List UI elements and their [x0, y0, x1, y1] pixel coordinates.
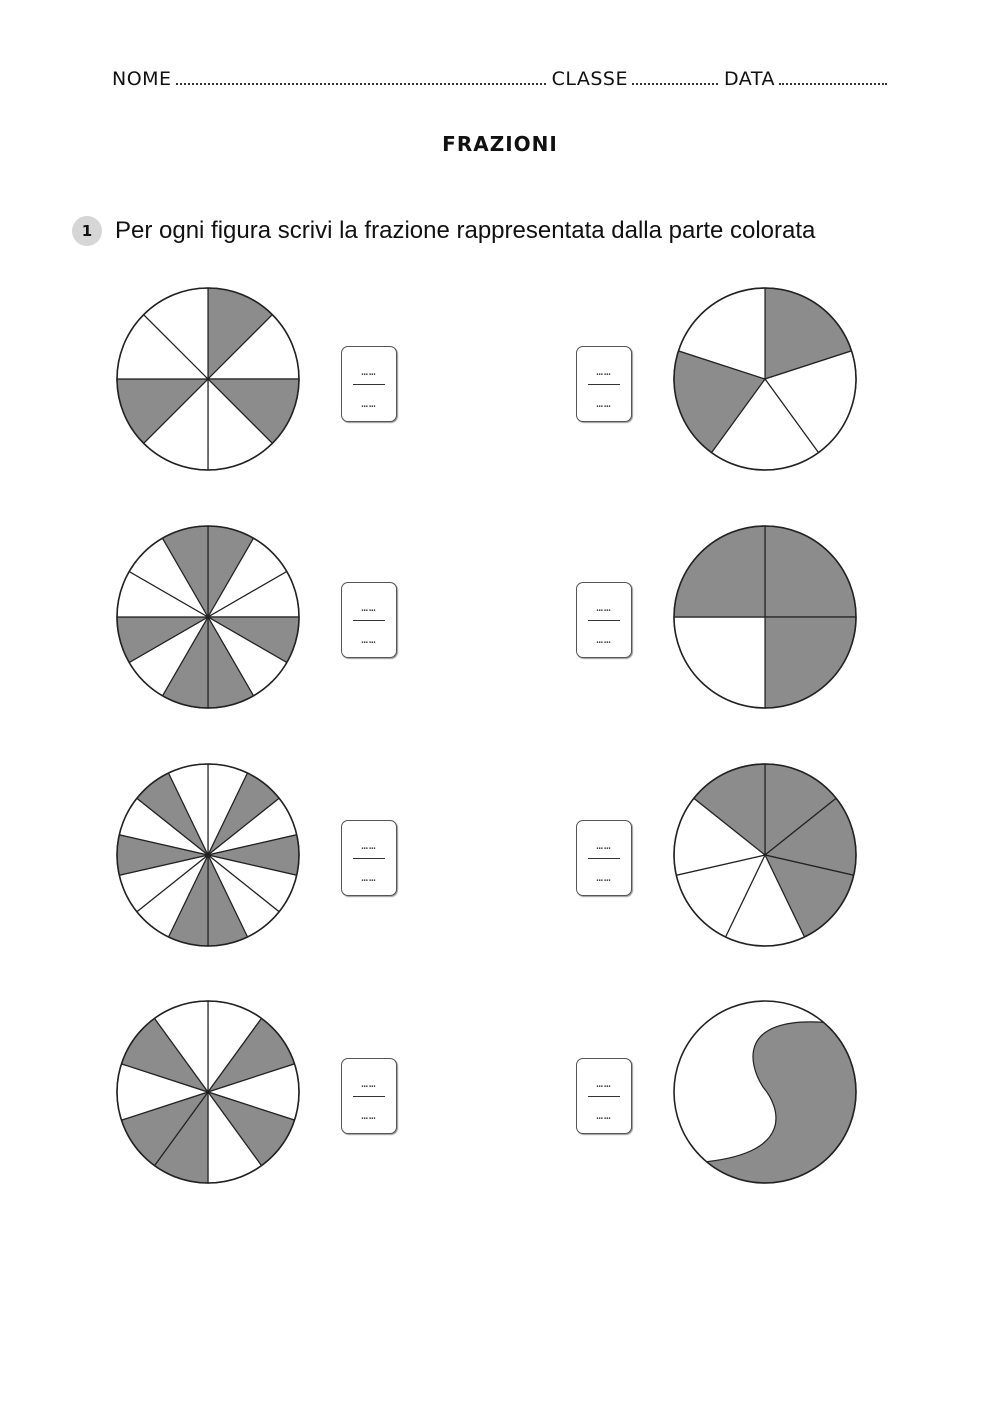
- circle-outline: [116, 287, 300, 471]
- numerator-blank[interactable]: ……: [361, 601, 377, 614]
- fraction-bar: [353, 384, 385, 385]
- shaded-sector: [764, 616, 857, 709]
- denominator-blank[interactable]: ……: [596, 1109, 612, 1122]
- circle-outline: [673, 763, 857, 947]
- fraction-circle-7: [116, 1000, 300, 1184]
- numerator-blank[interactable]: ……: [596, 1077, 612, 1090]
- answer-box-8[interactable]: …… ……: [576, 1058, 632, 1134]
- answer-box-6[interactable]: …… ……: [576, 820, 632, 896]
- exercise-number-badge: 1: [72, 216, 102, 246]
- circle-outline: [673, 287, 857, 471]
- denominator-blank[interactable]: ……: [361, 397, 377, 410]
- fraction-circle-5: [116, 763, 300, 947]
- circle-outline: [673, 525, 857, 709]
- answer-box-1[interactable]: …… ……: [341, 346, 397, 422]
- answer-box-3[interactable]: …… ……: [341, 582, 397, 658]
- circle-outline: [116, 1000, 300, 1184]
- fraction-circle-1: [116, 287, 300, 471]
- shaded-sector: [764, 525, 857, 618]
- denominator-blank[interactable]: ……: [596, 397, 612, 410]
- fraction-bar: [588, 858, 620, 859]
- fraction-bar: [588, 384, 620, 385]
- page-title: FRAZIONI: [442, 132, 558, 156]
- denominator-blank[interactable]: ……: [361, 633, 377, 646]
- shaded-sector: [673, 525, 766, 618]
- fraction-circle-3: [116, 525, 300, 709]
- fraction-bar: [353, 858, 385, 859]
- answer-box-7[interactable]: …… ……: [341, 1058, 397, 1134]
- class-field[interactable]: [632, 83, 718, 85]
- fraction-bar: [588, 1096, 620, 1097]
- numerator-blank[interactable]: ……: [596, 365, 612, 378]
- answer-box-4[interactable]: …… ……: [576, 582, 632, 658]
- name-field[interactable]: [175, 83, 546, 85]
- exercise-heading: 1 Per ogni figura scrivi la frazione rap…: [72, 216, 815, 246]
- numerator-blank[interactable]: ……: [361, 365, 377, 378]
- fraction-bar: [353, 620, 385, 621]
- numerator-blank[interactable]: ……: [361, 1077, 377, 1090]
- denominator-blank[interactable]: ……: [596, 871, 612, 884]
- name-label: NOME: [112, 68, 172, 90]
- circle-outline: [116, 763, 300, 947]
- class-label: CLASSE: [551, 68, 628, 90]
- student-info-header: NOME CLASSE DATA: [112, 64, 904, 90]
- fraction-circle-2: [673, 287, 857, 471]
- date-field[interactable]: [778, 83, 887, 85]
- numerator-blank[interactable]: ……: [596, 839, 612, 852]
- exercise-instruction: Per ogni figura scrivi la frazione rappr…: [115, 217, 816, 244]
- fraction-bar: [588, 620, 620, 621]
- fraction-circle-6: [673, 763, 857, 947]
- unshaded-sector: [673, 616, 766, 709]
- date-label: DATA: [724, 68, 775, 90]
- denominator-blank[interactable]: ……: [596, 633, 612, 646]
- answer-box-5[interactable]: …… ……: [341, 820, 397, 896]
- numerator-blank[interactable]: ……: [596, 601, 612, 614]
- circle-outline: [116, 525, 300, 709]
- denominator-blank[interactable]: ……: [361, 1109, 377, 1122]
- circle-outline: [673, 1000, 857, 1184]
- numerator-blank[interactable]: ……: [361, 839, 377, 852]
- fraction-circle-8: [673, 1000, 857, 1184]
- denominator-blank[interactable]: ……: [361, 871, 377, 884]
- answer-box-2[interactable]: …… ……: [576, 346, 632, 422]
- fraction-circle-4: [673, 525, 857, 709]
- fraction-bar: [353, 1096, 385, 1097]
